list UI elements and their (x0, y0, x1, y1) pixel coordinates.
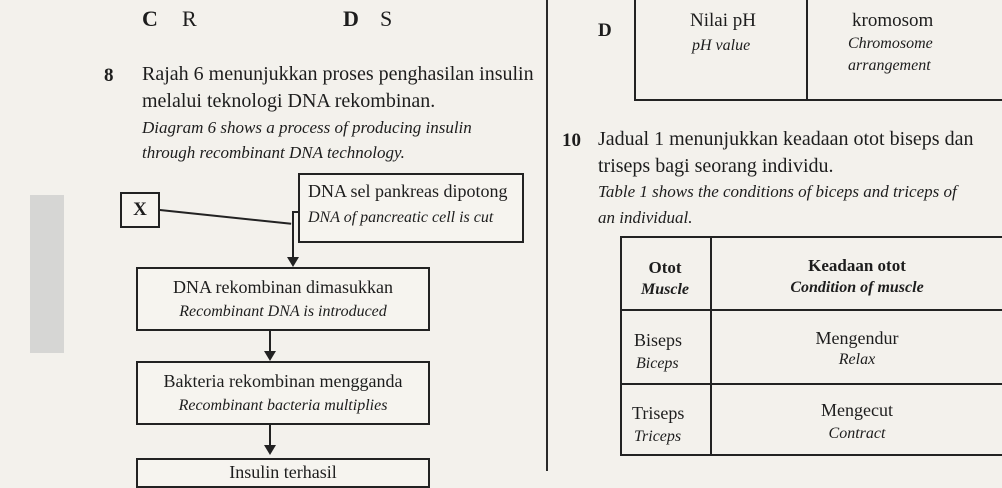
q9-row-letter: D (598, 20, 612, 41)
column-divider (546, 0, 548, 471)
table-head-col1-ms: Otot (648, 258, 682, 277)
flow-arrow-1 (287, 257, 299, 267)
q8-text-en-2: through recombinant DNA technology. (142, 143, 405, 162)
table-row1-cond-en: Relax (838, 351, 876, 368)
q8-text-en-1: Diagram 6 shows a process of producing i… (142, 118, 472, 137)
table-head-col2-en: Condition of muscle (790, 279, 924, 296)
box1-text-ms: DNA sel pankreas dipotong (308, 181, 508, 201)
flow-line-3 (269, 425, 271, 447)
box2-text-ms: DNA rekombinan dimasukkan (173, 277, 393, 297)
q10-number: 10 (562, 130, 581, 151)
q10-text-ms-1: Jadual 1 menunjukkan keadaan otot biseps… (598, 128, 974, 150)
flow-arrow-3 (264, 445, 276, 455)
diagram-box-4: Insulin terhasil (136, 458, 430, 488)
option-c-letter: C (142, 6, 158, 31)
diagram-box-1: DNA sel pankreas dipotong DNA of pancrea… (298, 173, 524, 243)
flow-line-1-hook (292, 211, 300, 213)
q9-col1-en: pH value (692, 37, 751, 54)
table-row2-muscle-en: Triceps (634, 428, 682, 445)
q9-col2-en-2: arrangement (848, 57, 931, 74)
box4-text-ms: Insulin terhasil (229, 462, 337, 482)
table-row1-cond-ms: Mengendur (815, 328, 899, 348)
option-d-letter: D (343, 6, 359, 31)
table-head-col1-en: Muscle (641, 281, 689, 298)
q10-text-en-2: an individual. (598, 208, 693, 227)
table-row1-muscle-en: Biceps (636, 355, 679, 372)
table-1 (620, 236, 1002, 456)
diagram-x-label: X (133, 199, 147, 220)
flow-line-2 (269, 331, 271, 353)
table-row2-muscle-ms: Triseps (632, 403, 685, 423)
box3-text-en: Recombinant bacteria multiplies (178, 397, 388, 414)
table-row1-muscle-ms: Biseps (634, 330, 683, 350)
q9-table-fragment (634, 0, 1002, 101)
box2-text-en: Recombinant DNA is introduced (179, 303, 387, 320)
q10-text-ms-2: triseps bagi seorang individu. (598, 155, 834, 177)
table-row2-cond-en: Contract (828, 425, 886, 442)
table-1-row-divider-1 (620, 309, 1002, 311)
q10-text-en-1: Table 1 shows the conditions of biceps a… (598, 182, 957, 201)
x-connector-line (159, 209, 292, 225)
diagram-box-2: DNA rekombinan dimasukkan Recombinant DN… (136, 267, 430, 331)
q8-text-ms-1: Rajah 6 menunjukkan proses penghasilan i… (142, 63, 534, 85)
flow-line-1 (292, 212, 294, 258)
q9-table-col-divider (806, 0, 808, 101)
table-row2-cond-ms: Mengecut (821, 400, 893, 420)
page-edge-tab (30, 195, 64, 353)
diagram-box-3: Bakteria rekombinan mengganda Recombinan… (136, 361, 430, 425)
option-d-value: S (380, 6, 393, 31)
q9-col2-en-1: Chromosome (848, 35, 933, 52)
q9-col1-ms: Nilai pH (690, 10, 756, 31)
q8-number: 8 (104, 65, 114, 86)
table-1-row-divider-2 (620, 383, 1002, 385)
q8-text-ms-2: melalui teknologi DNA rekombinan. (142, 90, 436, 112)
box3-text-ms: Bakteria rekombinan mengganda (163, 371, 403, 391)
box1-text-en: DNA of pancreatic cell is cut (308, 209, 494, 226)
table-1-col-divider (710, 236, 712, 456)
table-head-col2-ms: Keadaan otot (808, 256, 906, 275)
option-c-value: R (182, 6, 197, 31)
flow-arrow-2 (264, 351, 276, 361)
diagram-box-x: X (120, 192, 160, 228)
q9-col2-ms: kromosom (852, 10, 934, 31)
